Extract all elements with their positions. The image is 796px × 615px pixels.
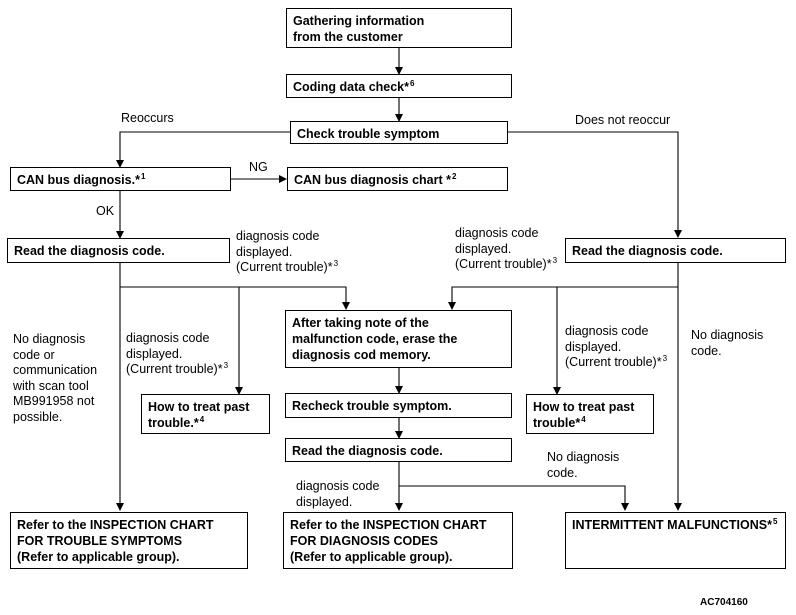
box-after-taking-note: After taking note of the malfunction cod… — [285, 310, 512, 368]
label-code-displayed-mid-right: diagnosis code displayed. (Current troub… — [565, 324, 668, 369]
label-no-code-right: No diagnosis code. — [691, 328, 764, 358]
arrow-not-reoccur — [508, 131, 682, 238]
arrow-reoccurs — [116, 131, 290, 168]
box-intermittent: INTERMITTENT MALFUNCTIONS*5 — [565, 512, 786, 569]
box-read-code-right: Read the diagnosis code. — [565, 238, 786, 263]
box-past-trouble-left: How to treat past trouble.*4 — [141, 394, 270, 434]
label-no-communication: No diagnosis code or communication with … — [13, 332, 98, 424]
box-inspection-codes: Refer to the INSPECTION CHART FOR DIAGNO… — [283, 512, 513, 569]
label-no-code-center: No diagnosis code. — [547, 450, 620, 480]
label-does-not-reoccur: Does not reoccur — [575, 113, 671, 127]
box-read-code-left: Read the diagnosis code. — [7, 238, 230, 263]
label-ng: NG — [249, 160, 268, 174]
box-check-trouble-symptom: Check trouble symptom — [290, 121, 508, 144]
line-left-branch — [120, 286, 350, 310]
figure-code: AC704160 — [700, 597, 748, 608]
box-inspection-symptoms: Refer to the INSPECTION CHART FOR TROUBL… — [10, 512, 248, 569]
box-read-code-center: Read the diagnosis code. — [285, 438, 512, 462]
box-coding-data-check: Coding data check*6 — [286, 74, 512, 98]
box-past-trouble-right: How to treat past trouble*4 — [526, 394, 654, 434]
label-code-displayed-top-left: diagnosis code displayed. (Current troub… — [236, 229, 339, 274]
box-recheck-symptom: Recheck trouble symptom. — [285, 393, 512, 418]
label-code-displayed-mid-left: diagnosis code displayed. (Current troub… — [126, 331, 229, 376]
label-ok: OK — [96, 204, 115, 218]
label-code-displayed-top-right: diagnosis code displayed. (Current troub… — [455, 226, 558, 271]
box-can-bus-diagnosis: CAN bus diagnosis.*1 — [10, 167, 231, 191]
label-reoccurs: Reoccurs — [121, 111, 174, 125]
box-gathering-info: Gathering information from the customer — [286, 8, 512, 48]
line-right-branch — [448, 286, 678, 310]
box-can-bus-chart: CAN bus diagnosis chart *2 — [287, 167, 508, 191]
arrow-no-code-center — [399, 485, 629, 511]
label-code-displayed-bottom: diagnosis code displayed. — [296, 479, 380, 509]
